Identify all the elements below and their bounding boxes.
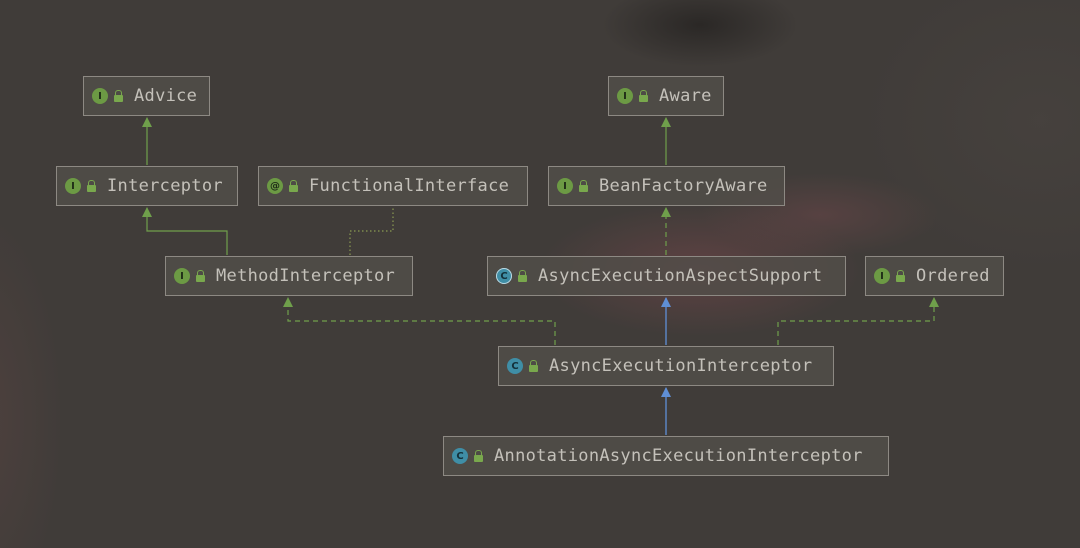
interface-icon: I xyxy=(65,178,81,194)
node-interceptor[interactable]: I Interceptor xyxy=(56,166,238,206)
edge-methodinterceptor-annotated-functionalinterface xyxy=(349,206,394,255)
node-label: Aware xyxy=(659,86,712,106)
node-functional-interface[interactable]: @ FunctionalInterface xyxy=(258,166,528,206)
public-lock-icon xyxy=(529,359,538,372)
edge-asyncinterceptor-implements-ordered xyxy=(777,297,939,345)
public-lock-icon xyxy=(114,89,123,102)
node-method-interceptor[interactable]: I MethodInterceptor xyxy=(165,256,413,296)
interface-icon: I xyxy=(874,268,890,284)
node-label: Ordered xyxy=(916,266,990,286)
public-lock-icon xyxy=(579,179,588,192)
node-label: Interceptor xyxy=(107,176,223,196)
node-label: AsyncExecutionAspectSupport xyxy=(538,266,823,286)
public-lock-icon xyxy=(896,269,905,282)
class-icon: C xyxy=(507,358,523,374)
annotation-icon: @ xyxy=(267,178,283,194)
node-label: AsyncExecutionInterceptor xyxy=(549,356,813,376)
node-annotation-async-execution-interceptor[interactable]: C AnnotationAsyncExecutionInterceptor xyxy=(443,436,889,476)
node-ordered[interactable]: I Ordered xyxy=(865,256,1004,296)
interface-icon: I xyxy=(174,268,190,284)
node-label: Advice xyxy=(134,86,198,106)
interface-icon: I xyxy=(617,88,633,104)
public-lock-icon xyxy=(518,269,527,282)
node-async-execution-aspect-support[interactable]: C AsyncExecutionAspectSupport xyxy=(487,256,846,296)
node-aware[interactable]: I Aware xyxy=(608,76,724,116)
interface-icon: I xyxy=(92,88,108,104)
public-lock-icon xyxy=(474,449,483,462)
node-label: BeanFactoryAware xyxy=(599,176,768,196)
node-label: MethodInterceptor xyxy=(216,266,396,286)
interface-icon: I xyxy=(557,178,573,194)
abstract-class-icon: C xyxy=(496,268,512,284)
node-async-execution-interceptor[interactable]: C AsyncExecutionInterceptor xyxy=(498,346,834,386)
node-label: FunctionalInterface xyxy=(309,176,510,196)
node-advice[interactable]: I Advice xyxy=(83,76,210,116)
public-lock-icon xyxy=(289,179,298,192)
public-lock-icon xyxy=(196,269,205,282)
public-lock-icon xyxy=(639,89,648,102)
class-icon: C xyxy=(452,448,468,464)
edge-asyncinterceptor-implements-methodinterceptor xyxy=(283,297,556,345)
node-label: AnnotationAsyncExecutionInterceptor xyxy=(494,446,863,466)
node-bean-factory-aware[interactable]: I BeanFactoryAware xyxy=(548,166,785,206)
public-lock-icon xyxy=(87,179,96,192)
edge-methodinterceptor-extends-interceptor xyxy=(142,207,228,255)
